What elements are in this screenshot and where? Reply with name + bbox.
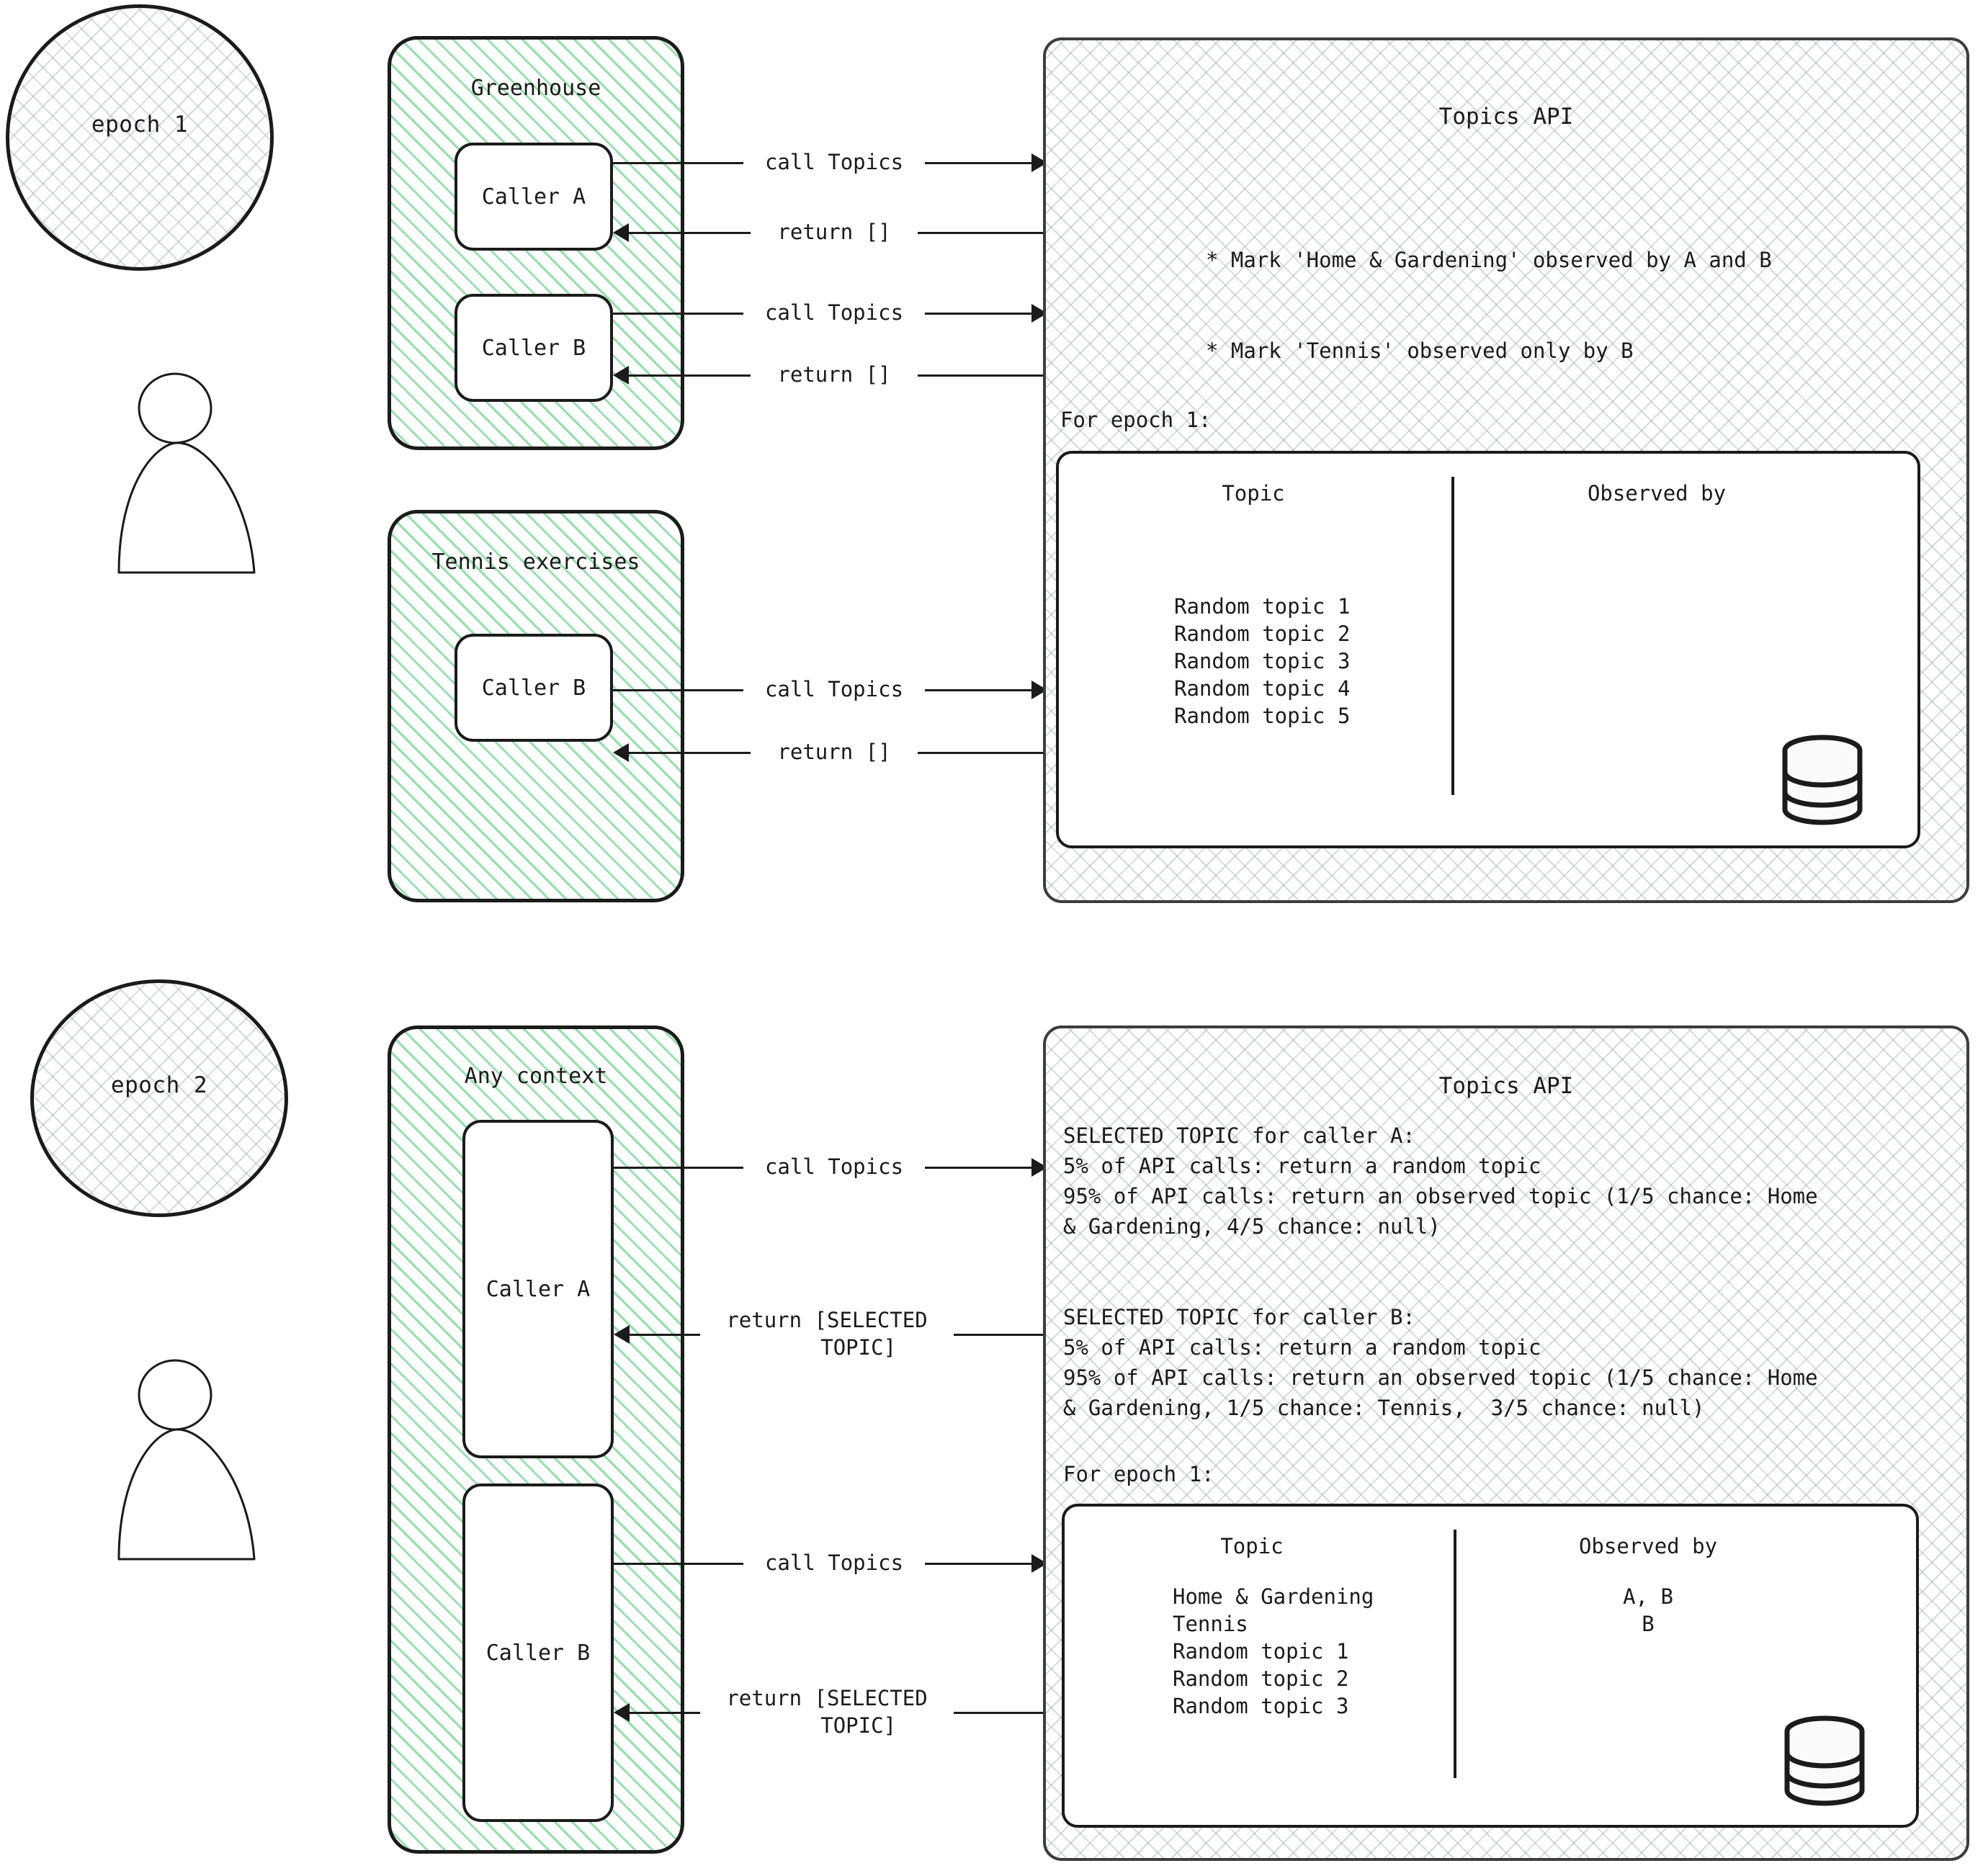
table-header-observed-epoch-1: Observed by xyxy=(1587,481,1727,506)
connector-return-empty-b-tennis-label: return [] xyxy=(751,738,918,766)
connector-call-topics-a-any-context-label: call Topics xyxy=(743,1153,925,1180)
caller-b-any-context-label: Caller B xyxy=(485,1640,591,1666)
table-caption-epoch-1: For epoch 1: xyxy=(1060,408,1212,432)
epoch-2-label: epoch 2 xyxy=(110,1072,208,1098)
topics-api-panel-epoch-1: Topics API * Mark 'Home & Gardening' obs… xyxy=(1043,37,1969,903)
epoch-1-circle: epoch 1 xyxy=(6,4,274,271)
caller-a-any-context[interactable]: Caller A xyxy=(462,1120,614,1458)
context-tennis-exercises-title: Tennis exercises xyxy=(431,549,640,575)
connector-return-selected-b-any-context-label: return [SELECTED TOPIC] xyxy=(700,1684,954,1739)
database-cylinder-icon-epoch-2 xyxy=(1784,1715,1865,1806)
topics-api-title-epoch-1: Topics API xyxy=(1438,104,1574,130)
topics-api-bullets-epoch-1: * Mark 'Home & Gardening' observed by A … xyxy=(1206,184,1941,426)
caller-b-greenhouse[interactable]: Caller B xyxy=(455,294,613,402)
caller-a-greenhouse-label: Caller A xyxy=(481,184,586,210)
table-topic-cells-epoch-1: Random topic 1 Random topic 2 Random top… xyxy=(1174,594,1351,728)
api-bullet-2: * Mark 'Tennis' observed only by B xyxy=(1206,338,1634,363)
epoch-2-circle: epoch 2 xyxy=(30,979,288,1217)
connector-call-topics-a-greenhouse-label: call Topics xyxy=(743,148,925,176)
caller-a-greenhouse[interactable]: Caller A xyxy=(455,143,613,251)
user-avatar-icon-epoch-2 xyxy=(117,1359,256,1561)
user-avatar-icon-epoch-1 xyxy=(117,372,256,574)
topics-table-epoch-1: Topic Observed by Random topic 1 Random … xyxy=(1056,451,1920,848)
caller-b-tennis[interactable]: Caller B xyxy=(455,634,613,742)
caller-b-greenhouse-label: Caller B xyxy=(481,335,586,361)
epoch-1-label: epoch 1 xyxy=(91,112,189,138)
table-column-divider-epoch-1 xyxy=(1451,477,1454,795)
database-cylinder-icon-epoch-1 xyxy=(1782,735,1863,825)
connector-call-topics-b-greenhouse-label: call Topics xyxy=(743,299,925,326)
connector-call-topics-b-tennis-label: call Topics xyxy=(743,676,925,703)
connector-return-selected-a-any-context-label: return [SELECTED TOPIC] xyxy=(700,1306,954,1361)
context-greenhouse-title: Greenhouse xyxy=(470,76,601,101)
table-header-topic-epoch-2: Topic xyxy=(1220,1534,1284,1558)
caller-a-any-context-label: Caller A xyxy=(485,1276,591,1302)
caller-b-any-context[interactable]: Caller B xyxy=(462,1484,614,1822)
topics-api-caller-b-rules: SELECTED TOPIC for caller B: 5% of API c… xyxy=(1063,1305,1818,1420)
connector-call-topics-b-any-context-label: call Topics xyxy=(743,1549,925,1576)
topics-api-title-epoch-2: Topics API xyxy=(1438,1073,1574,1099)
topics-api-caller-a-rules: SELECTED TOPIC for caller A: 5% of API c… xyxy=(1063,1123,1818,1239)
table-column-divider-epoch-2 xyxy=(1454,1530,1456,1778)
connector-return-empty-a-greenhouse-label: return [] xyxy=(751,218,918,246)
context-any-context-title: Any context xyxy=(464,1064,608,1089)
table-caption-epoch-2: For epoch 1: xyxy=(1063,1462,1214,1486)
api-bullet-1: * Mark 'Home & Gardening' observed by A … xyxy=(1206,248,1772,272)
topics-api-panel-epoch-2: Topics API SELECTED TOPIC for caller A: … xyxy=(1043,1025,1969,1861)
table-header-observed-epoch-2: Observed by xyxy=(1578,1534,1718,1558)
caller-b-tennis-label: Caller B xyxy=(481,675,586,701)
table-topic-cells-epoch-2: Home & Gardening Tennis Random topic 1 R… xyxy=(1173,1584,1374,1718)
table-header-topic-epoch-1: Topic xyxy=(1222,481,1285,506)
table-observed-cells-epoch-2: A, B B xyxy=(1623,1584,1673,1636)
connector-return-empty-b-greenhouse-label: return [] xyxy=(751,361,918,388)
topics-table-epoch-2: Topic Observed by Home & Gardening Tenni… xyxy=(1062,1504,1919,1828)
